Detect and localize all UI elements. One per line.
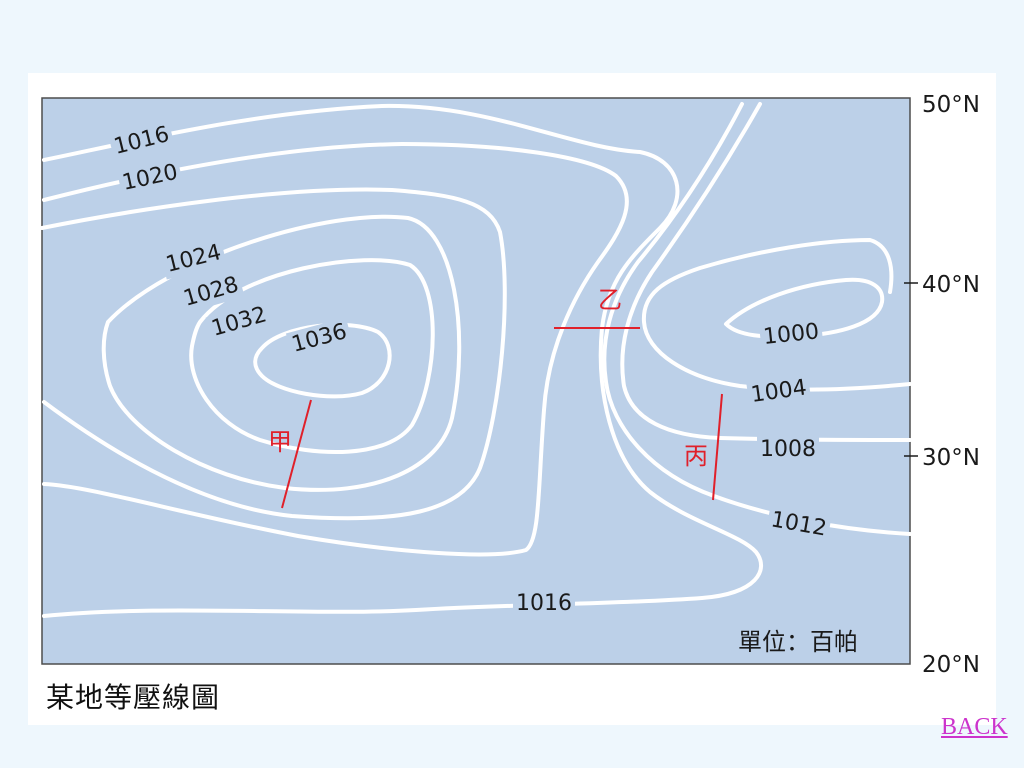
lat-label-40n: 40°N	[922, 272, 980, 298]
label-halo	[205, 300, 273, 344]
lat-label-20n: 20°N	[922, 652, 980, 678]
back-link[interactable]: BACK	[941, 714, 1008, 740]
label-1008: 1008	[760, 437, 816, 462]
isobar-1020	[42, 142, 629, 557]
marker-bing-line	[712, 393, 723, 501]
marker-jia-line	[281, 399, 312, 509]
label-halo	[285, 317, 353, 360]
label-1000: 1000	[762, 319, 820, 350]
label-halo	[513, 590, 575, 617]
marker-bing-label: 丙	[684, 442, 708, 470]
isobar-1032	[189, 258, 435, 455]
label-halo	[116, 158, 184, 198]
map-caption: 某地等壓線圖	[46, 681, 221, 714]
lat-label-50n: 50°N	[922, 92, 980, 118]
label-halo	[160, 238, 227, 280]
label-halo	[765, 505, 832, 544]
cross-section-markers: 甲 乙 丙	[268, 286, 723, 509]
lat-label-30n: 30°N	[922, 445, 980, 471]
isobar-1028	[101, 214, 462, 492]
latitude-axis: 50°N 40°N 30°N 20°N	[904, 92, 980, 678]
isobar-1024	[40, 187, 507, 521]
label-halo	[746, 373, 812, 410]
label-halo	[177, 270, 245, 314]
marker-jia-label: 甲	[268, 428, 292, 456]
label-1016-bottom: 1016	[516, 591, 572, 616]
label-halo	[758, 317, 824, 352]
marker-yi-label: 乙	[598, 286, 622, 314]
isobar-1016-main	[42, 103, 763, 618]
label-halo	[757, 436, 819, 463]
unit-label: 單位：百帕	[738, 628, 858, 656]
label-halo	[108, 120, 175, 162]
